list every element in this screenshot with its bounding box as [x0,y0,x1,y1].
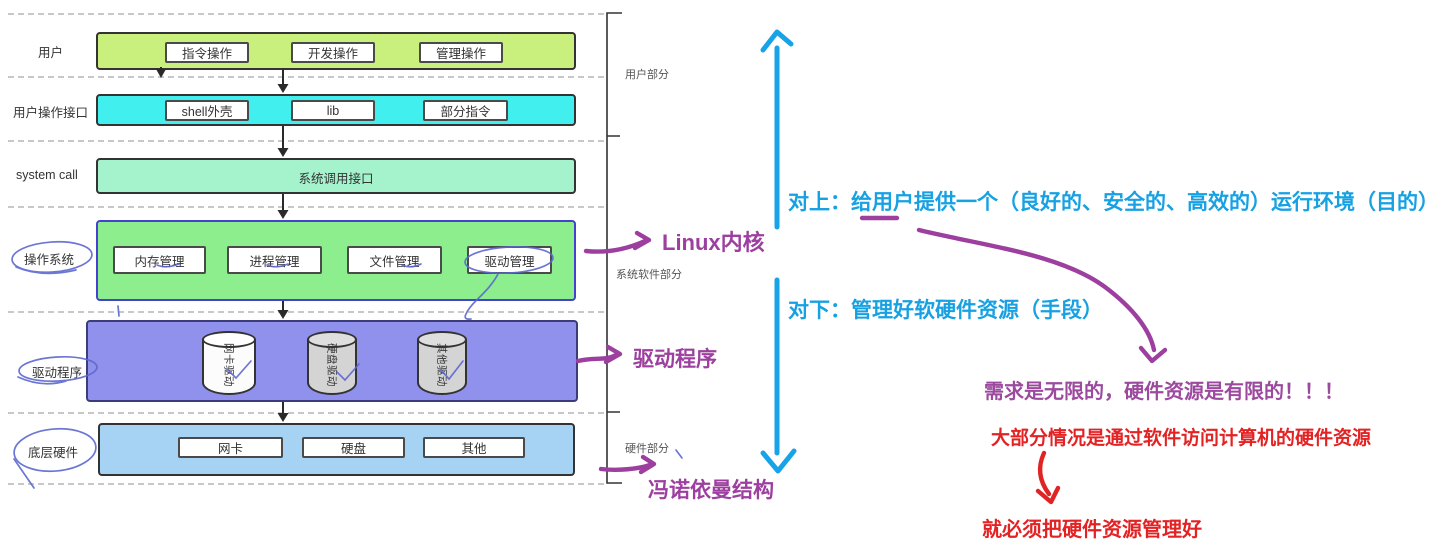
box-memory-mgmt: 内存管理 [113,246,206,274]
box-dev-ops: 开发操作 [291,42,375,63]
dashed-divider [8,412,604,414]
dashed-divider [8,311,604,313]
bracket-label-system-software-part: 系统软件部分 [616,269,682,281]
cylinder-top [307,331,357,348]
cylinder-network-driver: 网卡驱动 [202,331,256,395]
row-label-user: 用户 [38,46,64,60]
cylinder-label: 其他驱动 [435,342,448,387]
note-to-up: 对上：给用户提供一个（良好的、安全的、高效的）运行环境（目的） [788,191,1439,214]
box-admin-ops: 管理操作 [419,42,503,63]
arrowhead-must-manage [1035,485,1061,505]
bracket-label-user-part: 用户部分 [625,69,669,81]
note-linux-kernel: Linux内核 [662,230,765,255]
red-marker-strokes [1035,450,1061,505]
box-hard-disk: 硬盘 [302,437,405,458]
cylinder-top [202,331,256,348]
arrowhead-von-neumann [638,454,657,475]
box-process-mgmt: 进程管理 [227,246,322,274]
arrow-to-von-neumann [598,462,653,472]
arrow-must-manage [1037,450,1052,497]
box-command-ops: 指令操作 [165,42,249,63]
cylinder-other-driver: 其他驱动 [417,331,467,395]
box-network-card: 网卡 [178,437,283,458]
box-other-hw: 其他 [423,437,525,458]
syscall-layer-box [96,158,576,194]
note-driver: 驱动程序 [633,348,717,371]
cylinder-top [417,331,467,348]
arrow-to-driver-note [575,352,619,364]
dashed-divider [8,140,604,142]
box-driver-mgmt: 驱动管理 [467,246,552,274]
cylinder-label: 网卡驱动 [222,342,235,387]
dashed-divider [8,76,604,78]
arrowhead-demand-note [1138,345,1168,364]
cylinder-disk-driver: 硬盘驱动 [307,331,357,395]
note-most-cases: 大部分情况是通过软件访问计算机的硬件资源 [991,428,1372,449]
arrowhead-driver-note [603,344,623,365]
arrow-to-linux-kernel [583,238,648,254]
note-demand-unlimited: 需求是无限的，硬件资源是有限的！！！ [984,381,1344,403]
blue-double-arrow [760,29,797,474]
blue-arrowhead-up [760,29,794,53]
box-lib: lib [291,100,375,121]
note-to-down: 对下：管理好软硬件资源（手段） [788,299,1103,322]
note-must-manage: 就必须把硬件资源管理好 [982,519,1202,541]
tick-mark-right [675,449,683,459]
box-file-mgmt: 文件管理 [347,246,442,274]
curve-to-demand-note [916,227,1157,353]
dashed-divider [8,13,604,15]
box-partial-commands: 部分指令 [423,100,508,121]
arrowhead-linux-kernel [632,230,652,251]
dashed-divider [8,206,604,208]
row-label-driver: 驱动程序 [32,366,83,380]
row-label-os: 操作系统 [24,253,75,267]
box-shell: shell外壳 [165,100,249,121]
row-label-syscall: system call [16,168,78,182]
note-von-neumann: 冯诺依曼结构 [648,479,774,502]
row-label-interface: 用户操作接口 [13,106,89,120]
row-label-hardware: 底层硬件 [28,446,79,460]
blue-arrowhead-down [760,448,797,474]
syscall-interface-text: 系统调用接口 [298,172,374,186]
cylinder-label: 硬盘驱动 [325,342,338,387]
section-bracket [606,12,622,484]
dashed-divider [8,483,604,485]
bracket-label-hardware-part: 硬件部分 [625,443,669,455]
